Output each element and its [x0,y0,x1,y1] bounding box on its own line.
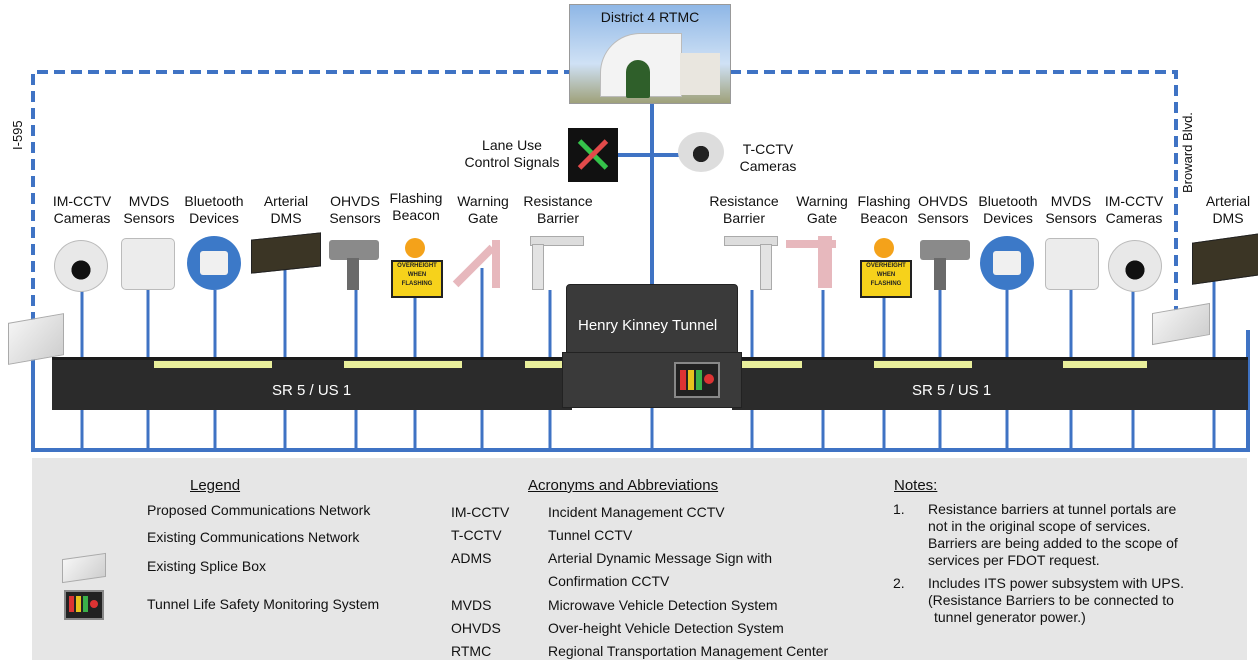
legend-proposed-label: Proposed Communications Network [147,502,371,518]
lane-marking [1063,361,1147,368]
note-1-line: not in the original scope of services. [928,518,1151,534]
lane-use-signal-icon [568,128,618,182]
road-right [732,357,1248,410]
rtmc-building-photo: District 4 RTMC [569,4,731,104]
bluetooth-device-icon [187,236,241,290]
note-2-line: (Resistance Barriers to be connected to [928,592,1174,608]
acronym-def: Confirmation CCTV [548,573,670,589]
rtmc-palm-tree [626,60,650,98]
acronym-def: Incident Management CCTV [548,504,725,520]
note-1-line: Barriers are being added to the scope of [928,535,1178,551]
resistance-barrier-arm-icon [530,236,584,246]
ohvds-sensor-icon [920,240,970,290]
legend-splice-label: Existing Splice Box [147,558,267,574]
road-right-label: SR 5 / US 1 [912,382,992,399]
warning-gate-arm-icon [786,240,836,248]
road-left [52,357,572,410]
acronyms-title: Acronyms and Abbreviations [528,477,719,494]
note-2-number: 2. [893,575,905,591]
mvds-sensor-icon [121,238,175,290]
rtmc-drop-line [618,102,690,300]
note-2-line: Includes ITS power subsystem with UPS. [928,575,1184,591]
rtmc-title: District 4 RTMC [600,9,700,25]
bluetooth-device-icon [980,236,1034,290]
acronym-def: Arterial Dynamic Message Sign with [548,550,773,566]
resistance-barrier-post-icon [532,244,544,290]
note-1-number: 1. [893,501,905,517]
lane-marking [154,361,272,368]
legend-existing-label: Existing Communications Network [147,529,360,545]
acronym-def: Microwave Vehicle Detection System [548,597,778,613]
resistance-barrier-arm-icon [724,236,778,246]
acronym-abbr: T-CCTV [451,527,502,543]
imcctv-camera-icon [54,240,108,292]
legend-title: Legend [190,477,241,494]
acronym-def: Tunnel CCTV [548,527,633,543]
ohvds-sensor-icon [329,240,379,290]
lane-marking [344,361,462,368]
broward-blvd-label: Broward Blvd. [1180,112,1195,193]
note-1-line: Resistance barriers at tunnel portals ar… [928,501,1177,517]
tunnel-label: Henry Kinney Tunnel [578,317,718,334]
resistance-barrier-post-icon [760,244,772,290]
flashing-beacon-light-icon [874,238,894,258]
lane-marking [874,361,972,368]
existing-network-line [31,70,1178,340]
mvds-sensor-icon [1045,238,1099,290]
imcctv-camera-icon [1108,240,1162,292]
proposed-network-bus [31,330,1250,452]
i595-label: I-595 [10,120,25,150]
acronym-def: Regional Transportation Management Cente… [548,643,829,659]
lane-marking [736,361,802,368]
note-2-line: tunnel generator power.) [934,609,1086,625]
warning-gate-post-icon [492,240,500,288]
acronym-def: Over-height Vehicle Detection System [548,620,784,636]
acronym-abbr: OHVDS [451,620,501,636]
acronym-abbr: MVDS [451,597,492,613]
legend-panel [32,458,1247,660]
rtmc-wing-shape [680,53,720,95]
acronym-abbr: ADMS [451,550,492,566]
tcctv-camera-icon [678,132,724,172]
road-left-label: SR 5 / US 1 [272,382,352,399]
tunnel-top: Henry Kinney Tunnel [566,284,738,356]
flashing-beacon-light-icon [405,238,425,258]
tunnel-life-safety-icon [674,362,720,398]
acronym-abbr: RTMC [451,643,492,659]
legend-tunnel-system-label: Tunnel Life Safety Monitoring System [147,596,380,612]
legend-tunnel-system-icon [64,590,104,620]
acronym-abbr: IM-CCTV [451,504,510,520]
notes-title: Notes: [894,477,938,494]
lane-marking [525,361,570,368]
warning-gate-post-icon [818,236,832,288]
note-1-line: services per FDOT request. [928,552,1100,568]
